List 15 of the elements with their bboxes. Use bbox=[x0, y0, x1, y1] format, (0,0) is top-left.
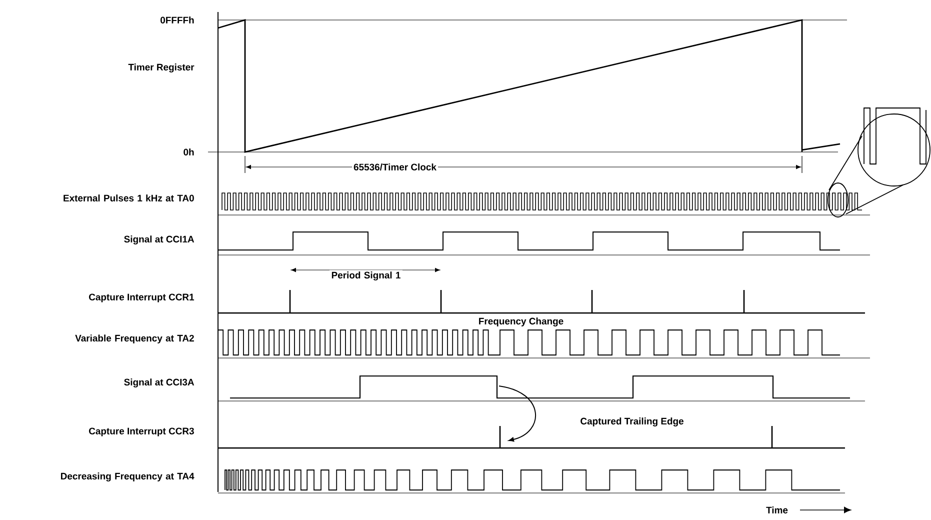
signal-label: Capture Interrupt CCR3 bbox=[89, 428, 194, 436]
dimension-label: Period Signal 1 bbox=[330, 270, 402, 282]
note: Captured Trailing Edge bbox=[580, 418, 684, 426]
signal-label: External Pulses 1 kHz at TA0 bbox=[64, 194, 194, 202]
dimension-label: 65536/Timer Clock bbox=[352, 162, 438, 172]
signal-label: Variable Frequency at TA2 bbox=[75, 334, 194, 344]
axis-value: 0FFFFh bbox=[160, 16, 194, 24]
signal-label: Capture Interrupt CCR1 bbox=[89, 294, 194, 302]
signal-label: Signal at CCI1A bbox=[124, 236, 194, 244]
axis-label: Time bbox=[766, 506, 788, 514]
signal-label: Signal at CCI3A bbox=[124, 378, 194, 388]
note: Frequency Change bbox=[479, 318, 564, 326]
axis-label: Timer Register bbox=[128, 64, 194, 72]
signal-label: Decreasing Frequency at TA4 bbox=[61, 472, 194, 482]
axis-value: 0h bbox=[184, 148, 194, 156]
